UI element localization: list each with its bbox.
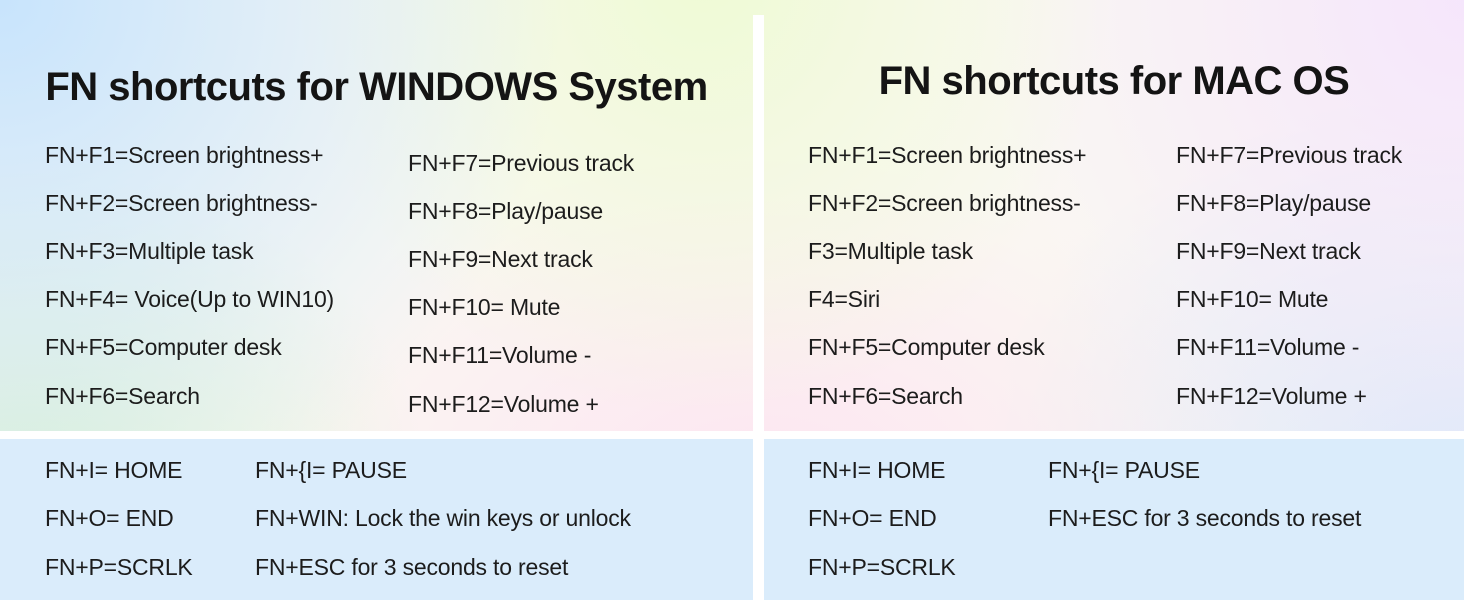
shortcut-item: F4=Siri xyxy=(808,286,881,313)
shortcut-item: FN+I= HOME xyxy=(808,456,946,483)
shortcut-item: FN+F8=Play/pause xyxy=(408,197,603,224)
shortcut-item: FN+{I= PAUSE xyxy=(255,456,407,483)
shortcut-item: FN+WIN: Lock the win keys or unlock xyxy=(255,505,631,532)
shortcut-item: FN+F5=Computer desk xyxy=(45,334,282,361)
shortcut-item: FN+F1=Screen brightness+ xyxy=(808,141,1087,168)
windows-fn-column-1: FN+F1=Screen brightness+ FN+F2=Screen br… xyxy=(45,131,334,420)
mac-fn-column-1: FN+F1=Screen brightness+ FN+F2=Screen br… xyxy=(808,131,1087,420)
shortcut-item: FN+F7=Previous track xyxy=(1176,141,1403,168)
shortcut-item: FN+O= END xyxy=(45,505,174,532)
shortcut-item: FN+F10= Mute xyxy=(1176,286,1329,313)
shortcut-item: FN+{I= PAUSE xyxy=(1048,456,1200,483)
shortcut-item: FN+F6=Search xyxy=(808,382,963,409)
windows-extra-column-2: FN+{I= PAUSE FN+WIN: Lock the win keys o… xyxy=(255,446,631,592)
shortcut-item: FN+F6=Search xyxy=(45,382,200,409)
shortcut-item: FN+F12=Volume + xyxy=(408,390,599,417)
horizontal-divider xyxy=(0,431,1464,439)
shortcut-item: F3=Multiple task xyxy=(808,237,973,264)
mac-extra-column-2: FN+{I= PAUSE FN+ESC for 3 seconds to res… xyxy=(1048,446,1361,543)
shortcut-item: FN+I= HOME xyxy=(45,456,183,483)
shortcut-item: FN+F8=Play/pause xyxy=(1176,189,1371,216)
shortcut-item: FN+F2=Screen brightness- xyxy=(45,189,318,216)
shortcut-item: FN+F12=Volume + xyxy=(1176,382,1367,409)
shortcut-item: FN+P=SCRLK xyxy=(45,553,193,580)
shortcut-item: FN+P=SCRLK xyxy=(808,553,956,580)
mac-extra-shortcuts-section xyxy=(764,439,1464,600)
mac-extra-column-1: FN+I= HOME FN+O= END FN+P=SCRLK xyxy=(808,446,956,592)
windows-panel-title: FN shortcuts for WINDOWS System xyxy=(45,65,708,109)
vertical-divider xyxy=(753,15,764,600)
windows-extra-column-1: FN+I= HOME FN+O= END FN+P=SCRLK xyxy=(45,446,193,592)
shortcut-item: FN+F11=Volume - xyxy=(1176,334,1360,361)
shortcut-item: FN+F2=Screen brightness- xyxy=(808,189,1081,216)
windows-extra-shortcuts-section xyxy=(0,439,753,600)
shortcut-item: FN+F3=Multiple task xyxy=(45,237,254,264)
shortcut-item: FN+F7=Previous track xyxy=(408,149,635,176)
shortcut-item: FN+F10= Mute xyxy=(408,294,561,321)
windows-fn-column-2: FN+F7=Previous track FN+F8=Play/pause FN… xyxy=(408,139,634,428)
shortcut-item: FN+F4= Voice(Up to WIN10) xyxy=(45,286,334,313)
shortcut-item: FN+F9=Next track xyxy=(1176,237,1361,264)
mac-panel-title: FN shortcuts for MAC OS xyxy=(878,59,1350,103)
shortcut-item: FN+ESC for 3 seconds to reset xyxy=(1048,505,1362,532)
mac-fn-column-2: FN+F7=Previous track FN+F8=Play/pause FN… xyxy=(1176,131,1402,420)
shortcut-item: FN+F5=Computer desk xyxy=(808,334,1045,361)
shortcut-item: FN+F9=Next track xyxy=(408,245,593,272)
shortcut-item: FN+F11=Volume - xyxy=(408,342,592,369)
shortcut-item: FN+O= END xyxy=(808,505,937,532)
shortcut-item: FN+F1=Screen brightness+ xyxy=(45,141,324,168)
shortcut-item: FN+ESC for 3 seconds to reset xyxy=(255,553,569,580)
